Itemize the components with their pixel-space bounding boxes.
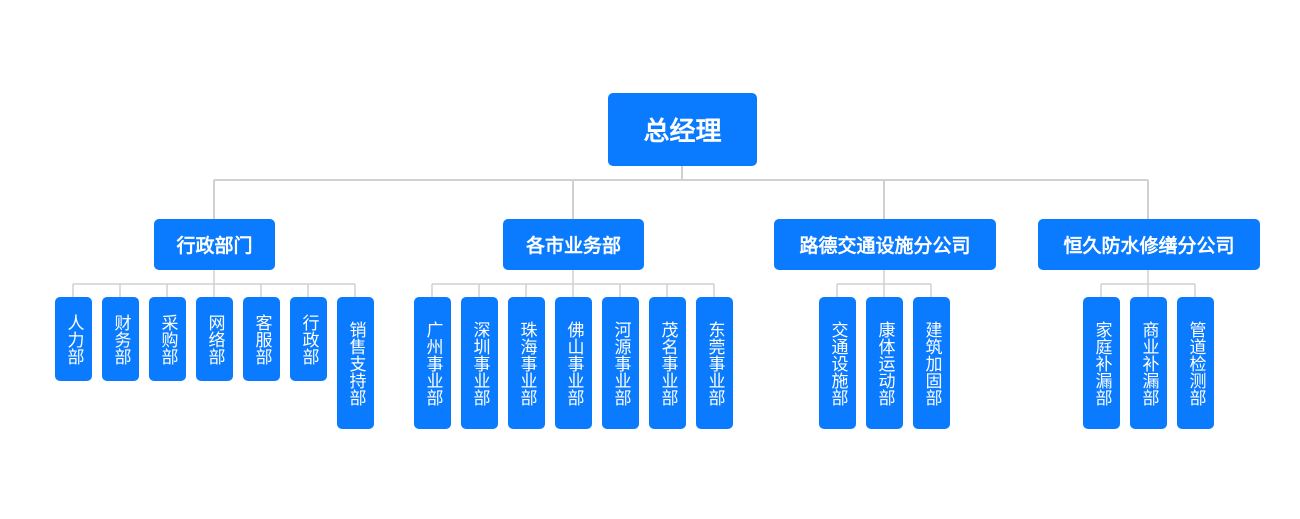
- leaf-node: 佛山事业部: [555, 297, 592, 429]
- root-node-general-manager: 总经理: [608, 93, 757, 166]
- leaf-node: 网络部: [196, 297, 233, 381]
- leaf-node: 行政部: [290, 297, 327, 381]
- leaf-node: 销售支持部: [337, 297, 374, 429]
- leaf-node: 广州事业部: [414, 297, 451, 429]
- leaf-node: 深圳事业部: [461, 297, 498, 429]
- leaf-node: 商业补漏部: [1130, 297, 1167, 429]
- leaf-node: 家庭补漏部: [1083, 297, 1120, 429]
- branch-node-hengjiu-waterproof: 恒久防水修缮分公司: [1038, 219, 1260, 270]
- branch-node-lude-traffic: 路德交通设施分公司: [774, 219, 996, 270]
- branch-node-admin-dept: 行政部门: [154, 219, 275, 270]
- leaf-node: 河源事业部: [602, 297, 639, 429]
- leaf-node: 茂名事业部: [649, 297, 686, 429]
- leaf-node: 东莞事业部: [696, 297, 733, 429]
- branch-node-city-business: 各市业务部: [503, 219, 644, 270]
- leaf-node: 人力部: [55, 297, 92, 381]
- leaf-node: 客服部: [243, 297, 280, 381]
- leaf-node: 采购部: [149, 297, 186, 381]
- leaf-node: 康体运动部: [866, 297, 903, 429]
- leaf-node: 管道检测部: [1177, 297, 1214, 429]
- leaf-node: 财务部: [102, 297, 139, 381]
- leaf-node: 交通设施部: [819, 297, 856, 429]
- leaf-node: 建筑加固部: [913, 297, 950, 429]
- leaf-node: 珠海事业部: [508, 297, 545, 429]
